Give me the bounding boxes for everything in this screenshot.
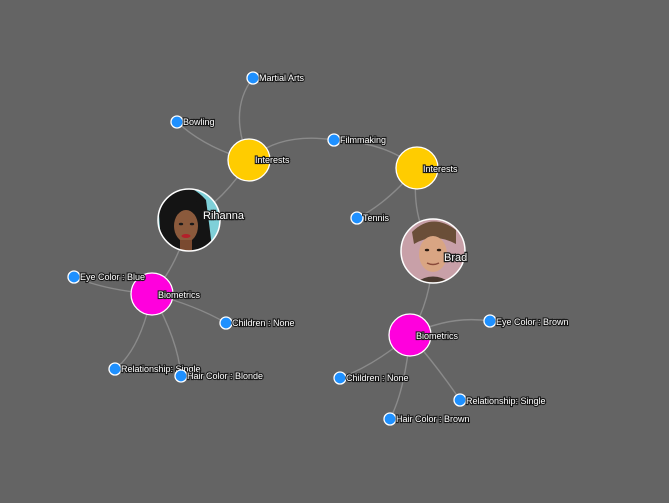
rihanna-name-label: Rihanna: [203, 210, 245, 222]
rihanna-person-node[interactable]: Rihanna: [155, 185, 246, 256]
leaf-children-none[interactable]: Children : None: [219, 316, 296, 330]
leaf-dot[interactable]: [219, 316, 233, 330]
interests-hub-circle[interactable]: [395, 146, 439, 190]
leaf-dot[interactable]: [327, 133, 341, 147]
leaf-dot[interactable]: [67, 270, 81, 284]
leaf-children-label: Children : None: [232, 318, 295, 328]
leaf-hair-color-label: Hair Color : Brown: [396, 414, 470, 424]
woman-portrait-icon: [158, 189, 220, 251]
brad-biometrics-label: Biometrics: [416, 331, 459, 341]
leaf-dot[interactable]: [483, 314, 497, 328]
brad-avatar-ring: [400, 218, 466, 284]
rihanna-interests-label: Interests: [255, 155, 290, 165]
biometrics-hub-circle[interactable]: [388, 313, 432, 357]
leaf-martial-arts-label: Martial Arts: [259, 73, 305, 83]
leaf-dot[interactable]: [174, 369, 188, 383]
leaf-dot[interactable]: [383, 412, 397, 426]
leaf-relationship-single[interactable]: Relationship: Single: [453, 393, 547, 407]
brad-name-label: Brad: [444, 252, 467, 264]
leaf-bowling[interactable]: Bowling: [170, 115, 216, 129]
leaf-bowling-label: Bowling: [183, 117, 215, 127]
leaf-hair-color-blonde[interactable]: Hair Color : Blonde: [174, 369, 264, 383]
leaf-filmmaking-label: Filmmaking: [340, 135, 386, 145]
rihanna-avatar-ring: [157, 188, 221, 252]
leaf-relationship-label: Relationship: Single: [466, 396, 546, 406]
leaf-dot[interactable]: [350, 211, 364, 225]
leaf-dot[interactable]: [108, 362, 122, 376]
brad-interests-label: Interests: [423, 164, 458, 174]
leaf-children-none[interactable]: Children : None: [333, 371, 410, 385]
leaf-hair-color-label: Hair Color : Blonde: [187, 371, 263, 381]
leaf-dot[interactable]: [453, 393, 467, 407]
brad-cluster: Interests Tennis Biometrics Eye Color : …: [333, 146, 570, 426]
leaf-eye-color-label: Eye Color : Brown: [496, 317, 569, 327]
biometrics-hub-circle[interactable]: [130, 272, 174, 316]
leaf-hair-color-brown[interactable]: Hair Color : Brown: [383, 412, 471, 426]
leaf-tennis[interactable]: Tennis: [350, 211, 391, 225]
man-portrait-icon: [401, 219, 465, 283]
rihanna-biometrics-label: Biometrics: [158, 290, 201, 300]
leaf-tennis-label: Tennis: [363, 213, 390, 223]
leaf-eye-color-label: Eye Color : Blue: [80, 272, 145, 282]
interests-hub-circle[interactable]: [227, 138, 271, 182]
leaf-dot[interactable]: [170, 115, 184, 129]
leaf-dot[interactable]: [246, 71, 260, 85]
leaf-eye-color-blue[interactable]: Eye Color : Blue: [67, 270, 146, 284]
brad-person-node[interactable]: Brad: [399, 217, 469, 290]
leaf-dot[interactable]: [333, 371, 347, 385]
rihanna-biometrics-node[interactable]: Biometrics: [130, 272, 202, 316]
leaf-filmmaking[interactable]: Filmmaking: [327, 133, 387, 147]
leaf-martial-arts[interactable]: Martial Arts: [246, 71, 306, 85]
rihanna-cluster: Interests Martial Arts Bowling Filmmakin…: [67, 71, 387, 383]
leaf-eye-color-brown[interactable]: Eye Color : Brown: [483, 314, 570, 328]
leaf-children-label: Children : None: [346, 373, 409, 383]
brad-interests-node[interactable]: Interests: [395, 146, 459, 190]
rihanna-interests-node[interactable]: Interests: [227, 138, 291, 182]
brad-biometrics-node[interactable]: Biometrics: [388, 313, 460, 357]
